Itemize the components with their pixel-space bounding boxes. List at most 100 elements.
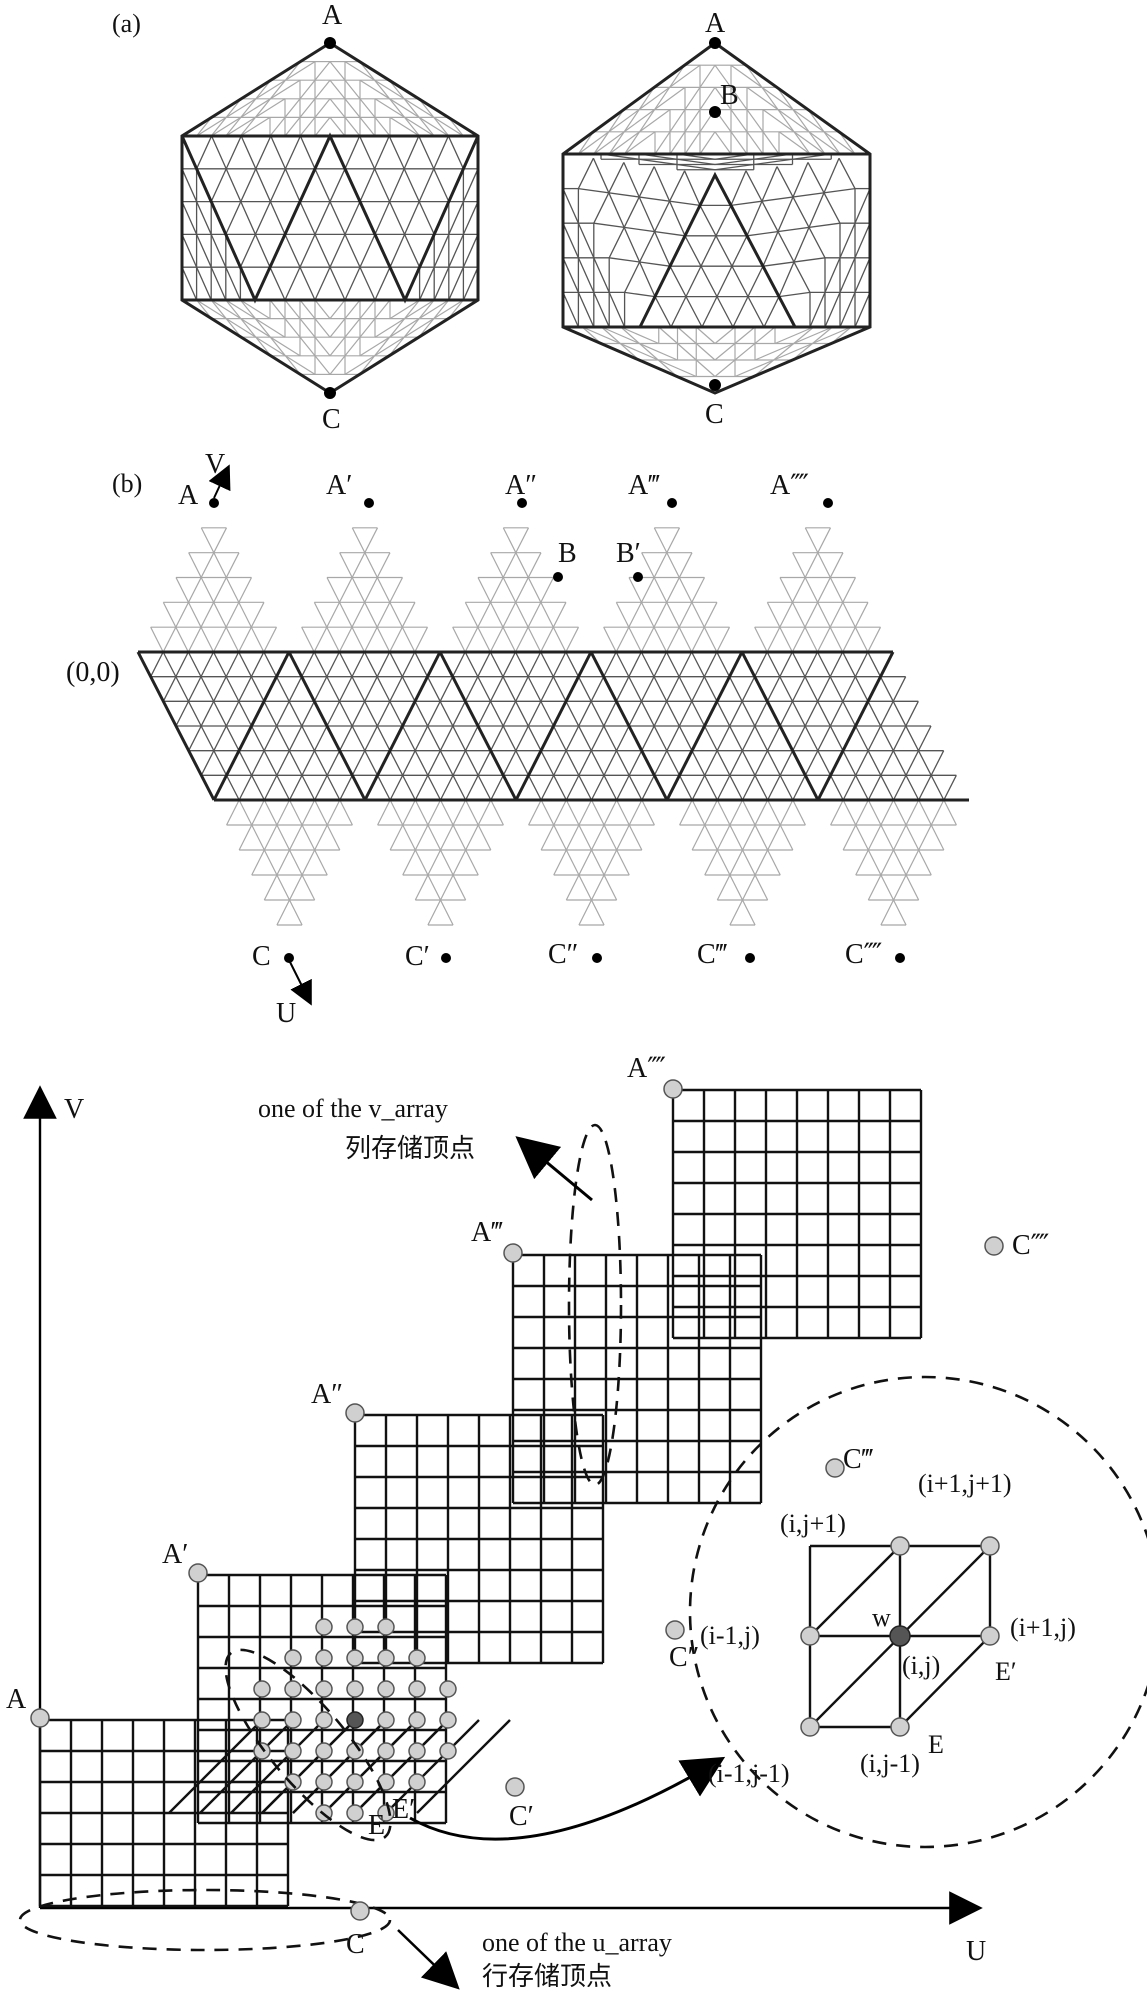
node-im1-j [800,1626,820,1646]
net-top-label-1: A′ [326,470,352,501]
net-top-vertex-4 [823,498,833,508]
stair-a-label-0: A [6,1684,27,1715]
label-e: E [368,1810,385,1841]
net-b-vertex-1 [633,572,643,582]
u-array-arrow [397,1929,460,1990]
diag-node-20 [346,1649,364,1667]
stair-c-node-2 [665,1620,685,1640]
net-axis-v: V [205,449,225,480]
net-b-label-1: B′ [616,538,641,569]
diag-node-2 [253,1680,271,1698]
diag-node-22 [377,1804,395,1822]
right-label-b: B [720,80,739,111]
icosahedron-left: A C [180,0,480,435]
diag-node-7 [284,1649,302,1667]
net-top-label-2: A″ [505,470,537,501]
net-top-label-0: A [178,480,199,511]
left-vertex-a [324,37,336,49]
zoom-circle [688,1375,1147,1849]
u-array-ellipse [18,1888,392,1952]
diag-node-24 [377,1742,395,1760]
node-ip1-j [980,1626,1000,1646]
stair-a-label-4: A⁗ [627,1053,666,1084]
v-array-ellipse [567,1123,623,1487]
diag-node-30 [408,1742,426,1760]
v-axis-arrow [208,464,231,499]
diag-node-13 [315,1649,333,1667]
zoom-label-im1-jm1: (i-1,j-1) [708,1759,790,1788]
right-vertex-a [709,37,721,49]
diag-node-3 [284,1773,302,1791]
left-label-c: C [322,404,341,435]
net-bottom-vertex-4 [895,953,905,963]
diag-node-14 [315,1618,333,1636]
diag-node-31 [408,1711,426,1729]
node-i-jp1 [890,1536,910,1556]
v-array-arrow [515,1136,593,1202]
v-array-label-en: one of the v_array [258,1094,448,1123]
right-label-c: C [705,399,724,430]
stair-a-node-0 [30,1708,50,1728]
stair-c-label-2: C″ [669,1642,699,1673]
net-top-vertex-0 [209,498,219,508]
diag-node-9 [315,1773,333,1791]
stair-c-node-0 [350,1901,370,1921]
diag-node-5 [284,1711,302,1729]
net-bottom-label-1: C′ [405,941,430,972]
diag-node-28 [377,1618,395,1636]
node-i-j [889,1625,911,1647]
stair-a-label-1: A′ [162,1539,188,1570]
label-e-prime: E′ [392,1794,415,1825]
v-array-label-zh: 列存储顶点 [345,1134,475,1163]
stair-c-node-4 [984,1236,1004,1256]
zoom-label-ip1-jp1: (i+1,j+1) [918,1469,1012,1498]
diag-node-10 [315,1742,333,1760]
panel-a: (a) A C A B C [112,0,872,435]
zoom-label-w: w [872,1603,891,1632]
diag-node-34 [439,1742,457,1760]
net-top-vertex-3 [667,498,677,508]
node-i-jm1 [890,1717,910,1737]
net-bottom-vertex-1 [441,953,451,963]
net-b-vertex-0 [553,572,563,582]
diag-node-19 [346,1680,364,1698]
diag-node-25 [377,1711,395,1729]
stair-a-node-2 [345,1403,365,1423]
diag-node-1 [253,1711,271,1729]
diag-node-6 [284,1680,302,1698]
net-axis-u: U [276,998,296,1029]
diag-node-11 [315,1711,333,1729]
stair-a-node-3 [503,1243,523,1263]
zoom-label-i-j: (i,j) [902,1651,940,1680]
diagonal-mesh-region [168,1618,511,1822]
panel-c: V U one of the v_array 列存储顶点 one of the … [6,1053,1147,1991]
u-axis-arrow [287,957,312,1006]
net-bottom-vertex-2 [592,953,602,963]
zoom-source-ellipse [224,1648,392,1842]
diag-node-15 [346,1804,364,1822]
zoom-label-i-jp1: (i,j+1) [780,1509,846,1538]
net-bottom-label-2: C″ [548,939,578,970]
node-im1-jm1 [800,1717,820,1737]
net-top-vertex-2 [517,498,527,508]
zoom-detail: (i,j+1) (i+1,j+1) (i-1,j) w (i,j) (i+1,j… [700,1469,1076,1788]
panel-a-label: (a) [112,9,141,38]
right-vertex-c [709,379,721,391]
diag-node-26 [377,1680,395,1698]
net-bottom-label-4: C⁗ [845,939,882,970]
net-bottom-label-0: C [252,941,271,972]
u-array-label-zh: 行存储顶点 [482,1962,612,1991]
diag-node-16 [346,1773,364,1791]
axis-u-label: U [966,1936,986,1967]
net-b-label-0: B [558,538,577,569]
net-origin-label: (0,0) [66,657,120,688]
diag-node-21 [346,1618,364,1636]
diag-node-18 [346,1711,364,1729]
right-label-a: A [705,8,726,39]
diag-node-36 [439,1680,457,1698]
stair-a-node-1 [188,1563,208,1583]
icosahedron-right: A B C [561,8,872,430]
net-bottom-vertex-3 [745,953,755,963]
